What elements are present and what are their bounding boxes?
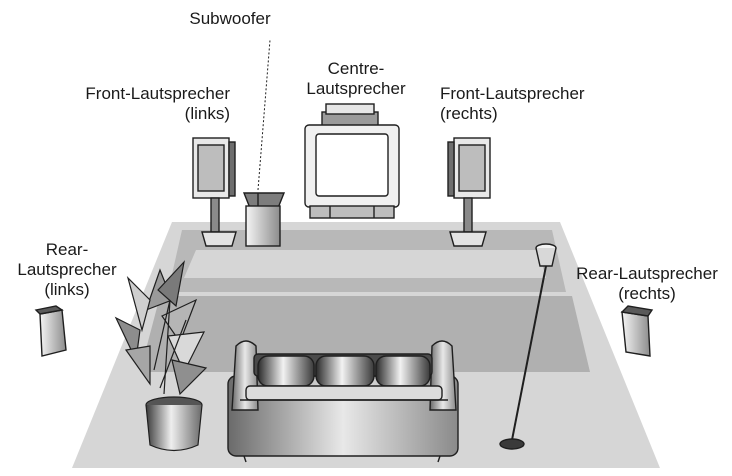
label-front-right-line1: Front-Lautsprecher (440, 84, 585, 103)
subwoofer-leader-line (257, 39, 271, 191)
label-rear-left-line1: Rear- (45, 240, 89, 259)
label-rear-left-line3: (links) (44, 280, 90, 299)
sofa (227, 340, 459, 463)
potted-plant (114, 260, 208, 452)
label-subwoofer-line1: Subwoofer (189, 9, 271, 28)
centre-speaker-tv (304, 103, 400, 219)
label-front-left-line2: (links) (184, 104, 230, 123)
rear-right-speaker (620, 305, 654, 357)
label-subwoofer: Subwoofer (178, 9, 282, 29)
floor-lamp (499, 243, 557, 450)
label-centre-speaker: Centre- Lautsprecher (296, 59, 416, 99)
label-rear-right: Rear-Lautsprecher (rechts) (566, 264, 728, 304)
floor-band-back-inner (184, 250, 546, 278)
label-front-right: Front-Lautsprecher (rechts) (440, 84, 612, 124)
front-left-speaker (192, 137, 237, 247)
label-rear-left: Rear- Lautsprecher (links) (8, 240, 126, 300)
subwoofer-box (242, 192, 286, 247)
label-front-left-line1: Front-Lautsprecher (85, 84, 230, 103)
label-rear-right-line2: (rechts) (618, 284, 676, 303)
label-rear-left-line2: Lautsprecher (17, 260, 117, 279)
label-centre-line2: Lautsprecher (306, 79, 406, 98)
label-centre-line1: Centre- (327, 59, 385, 78)
label-front-right-line2: (rechts) (440, 104, 498, 123)
rear-left-speaker (34, 305, 67, 357)
front-right-speaker (447, 137, 491, 247)
label-rear-right-line1: Rear-Lautsprecher (576, 264, 718, 283)
label-front-left: Front-Lautsprecher (links) (62, 84, 230, 124)
